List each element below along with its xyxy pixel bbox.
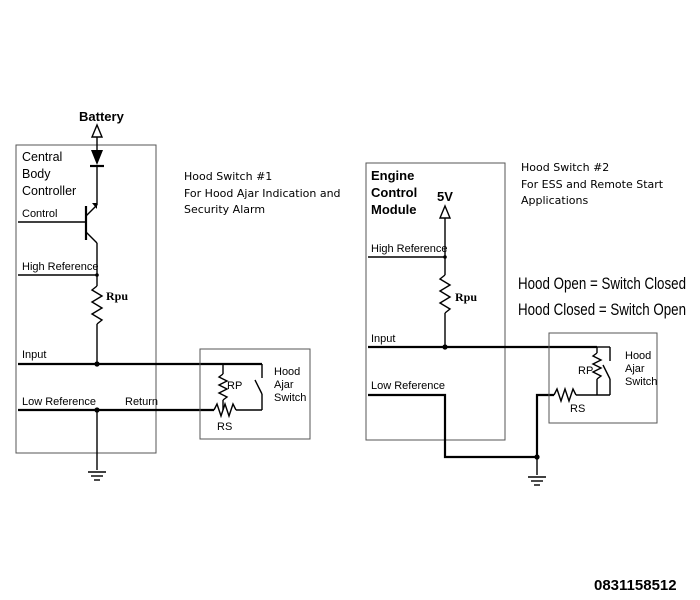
note-1-line-2: For Hood Ajar Indication and: [184, 187, 341, 200]
rs-resistor-icon-2: [553, 386, 577, 404]
note-2-line-1: Hood Switch #2: [521, 161, 609, 174]
low-reference-label-2: Low Reference: [371, 380, 445, 392]
note-2-line-3: Applications: [521, 194, 588, 207]
rp-label: RP: [227, 380, 242, 392]
central-body-controller-box: [15, 144, 157, 454]
switch-label-2-line-2: Ajar: [625, 363, 645, 375]
note-1-line-3: Security Alarm: [184, 203, 265, 216]
switch-contact-icon-2: [602, 364, 611, 380]
battery-label: Battery: [79, 109, 125, 124]
low-reference-wire-2: [368, 393, 537, 459]
5v-label: 5V: [437, 189, 453, 204]
hood-switch-2-circuit: Engine Control Module 5V High Reference …: [365, 161, 686, 486]
hood-ajar-switch-box-2: [548, 332, 658, 424]
module-label-line-1: Engine: [371, 168, 414, 183]
high-reference-label: High Reference: [22, 261, 98, 273]
battery-arrow-icon: [90, 123, 104, 138]
rs-label: RS: [217, 421, 232, 433]
rpu-label-2: Rpu: [455, 290, 477, 304]
return-wire-2: [535, 393, 554, 457]
switch-contact-icon: [254, 379, 263, 395]
switch-label-line-3: Switch: [274, 392, 306, 404]
rs-label-2: RS: [570, 403, 585, 415]
rp-resistor-icon: [217, 373, 229, 401]
switch-label-2-line-1: Hood: [625, 350, 651, 362]
switch-label-line-2: Ajar: [274, 379, 294, 391]
figure-code: 0831158512: [594, 577, 677, 594]
high-reference-label-2: High Reference: [371, 243, 447, 255]
engine-control-module-box: [365, 162, 506, 441]
rpu-resistor-icon-2: [438, 274, 452, 314]
logic-line-1: Hood Open = Switch Closed: [518, 275, 686, 293]
logic-line-2: Hood Closed = Switch Open: [518, 301, 686, 319]
hood-switch-1-circuit: Central Body Controller Battery Control …: [15, 109, 341, 481]
controller-label-line-1: Central: [22, 150, 62, 164]
rp-label-2: RP: [578, 365, 593, 377]
hood-ajar-switch-box-1: [199, 348, 311, 440]
module-label-line-3: Module: [371, 202, 417, 217]
hood-switch-2-internal: [553, 346, 611, 404]
low-reference-label: Low Reference: [22, 396, 96, 408]
rpu-label: Rpu: [106, 289, 128, 303]
rp-resistor-icon-2: [591, 352, 603, 380]
input-label: Input: [22, 349, 46, 361]
switch-label-line-1: Hood: [274, 366, 300, 378]
diode-icon: [91, 150, 103, 165]
note-1-line-1: Hood Switch #1: [184, 170, 272, 183]
transistor-icon: [84, 196, 98, 270]
control-label: Control: [22, 208, 57, 220]
rpu-resistor-icon: [90, 285, 104, 325]
module-label-line-2: Control: [371, 185, 417, 200]
input-label-2: Input: [371, 333, 395, 345]
hood-switch-1-internal: [213, 363, 263, 419]
rs-resistor-icon: [213, 401, 237, 419]
controller-label-line-2: Body: [22, 167, 51, 181]
ground-icon-2: [528, 476, 546, 486]
supply-arrow-icon: [438, 204, 452, 219]
switch-label-2-line-3: Switch: [625, 376, 657, 388]
ground-icon: [88, 471, 106, 481]
note-2-line-2: For ESS and Remote Start: [521, 178, 664, 191]
return-label: Return: [125, 396, 158, 408]
controller-label-line-3: Controller: [22, 184, 76, 198]
